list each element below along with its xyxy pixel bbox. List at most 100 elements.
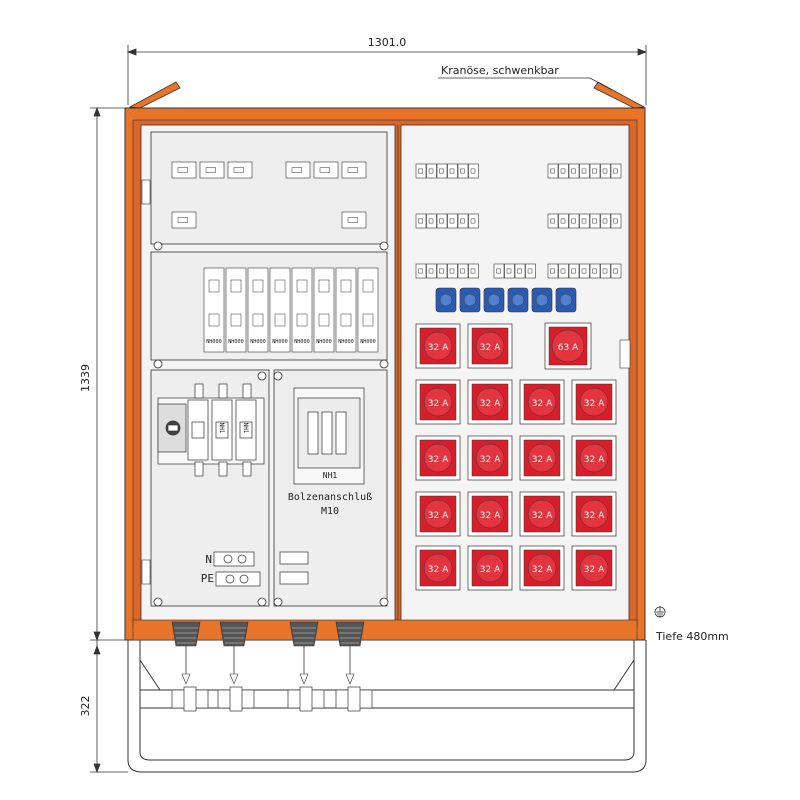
mcb-module bbox=[610, 163, 622, 179]
socket-rating: 32 A bbox=[584, 399, 605, 409]
mcb-module bbox=[589, 163, 601, 179]
fuse-base: NH000 bbox=[291, 267, 313, 353]
mcb-module bbox=[579, 163, 590, 179]
mcb-module bbox=[426, 163, 437, 179]
socket-rating: 32 A bbox=[584, 511, 605, 521]
schuko-sockets bbox=[435, 287, 577, 313]
mcb-module bbox=[579, 263, 590, 279]
socket-rating: 32 A bbox=[480, 565, 501, 575]
mcb-module bbox=[426, 213, 437, 229]
schuko-socket bbox=[483, 287, 505, 313]
cee-32a-socket: 32 A bbox=[519, 491, 565, 537]
bolt-connection-label: Bolzenanschluß bbox=[288, 492, 372, 503]
right-door bbox=[400, 124, 630, 624]
cable-gland bbox=[219, 621, 249, 685]
socket-rating: 32 A bbox=[532, 455, 553, 465]
schuko-socket bbox=[555, 287, 577, 313]
cee-32a-socket: 32 A bbox=[415, 435, 461, 481]
fuse-base: NH000 bbox=[313, 267, 335, 353]
mcb-module bbox=[558, 163, 569, 179]
mcb-module bbox=[457, 213, 469, 229]
stand-height-dimension-label: 322 bbox=[79, 696, 92, 717]
cee-32a-socket: 32 A bbox=[519, 379, 565, 425]
mcb-module bbox=[285, 161, 311, 179]
mcb-module bbox=[568, 213, 580, 229]
mcb-module bbox=[547, 213, 559, 229]
mcb-module bbox=[171, 211, 197, 229]
mcb-module bbox=[600, 163, 611, 179]
fuse-base: NH000 bbox=[247, 267, 269, 353]
mcb-module bbox=[171, 161, 197, 179]
cee-32a-socket: 32 A bbox=[467, 435, 513, 481]
mcb-module bbox=[415, 213, 427, 229]
schuko-socket bbox=[531, 287, 553, 313]
mcb-module bbox=[589, 213, 601, 229]
cee-32a-socket: 32 A bbox=[519, 435, 565, 481]
cable-gland bbox=[171, 621, 201, 685]
socket-rating: 32 A bbox=[480, 343, 501, 353]
mcb-module bbox=[436, 163, 448, 179]
switch-disconnector bbox=[157, 383, 265, 477]
mcb-module bbox=[610, 263, 622, 279]
mcb-module bbox=[415, 163, 427, 179]
fuse-base: NH000 bbox=[335, 267, 357, 353]
mcb-module bbox=[227, 161, 253, 179]
mcb-module bbox=[436, 263, 448, 279]
mcb-module bbox=[558, 213, 569, 229]
mcb-module bbox=[504, 263, 515, 279]
cee-32a-socket: 32 A bbox=[415, 491, 461, 537]
stand-clamp bbox=[171, 686, 209, 712]
switch-fuse-label-b: NH1 bbox=[242, 423, 249, 434]
stand bbox=[127, 640, 647, 773]
mcb-module bbox=[447, 263, 458, 279]
mcb-module bbox=[579, 213, 590, 229]
switch-fuse-label: NH1 bbox=[218, 423, 225, 434]
mcb-module bbox=[568, 263, 580, 279]
socket-rating: 32 A bbox=[584, 455, 605, 465]
socket-rating: 32 A bbox=[428, 455, 449, 465]
mcb-module bbox=[341, 211, 367, 229]
cee-32a-socket: 32 A bbox=[467, 491, 513, 537]
socket-rating: 63 A bbox=[558, 343, 579, 353]
bolt-size-label: M10 bbox=[321, 506, 339, 517]
cee-32a-socket: 32 A bbox=[571, 435, 617, 481]
cee-32a-socket: 32 A bbox=[415, 323, 461, 369]
mcb-module bbox=[468, 263, 479, 279]
mcb-module bbox=[426, 263, 437, 279]
mcb-module bbox=[547, 263, 559, 279]
cee-32a-socket: 32 A bbox=[415, 545, 461, 591]
fuse-base-label: NH000 bbox=[228, 339, 244, 345]
fuse-base-label: NH000 bbox=[338, 339, 354, 345]
nh1-label: NH1 bbox=[323, 471, 338, 480]
pe-terminal-label: PE bbox=[201, 572, 214, 585]
fuse-base: NH000 bbox=[225, 267, 247, 353]
height-dimension-label: 1339 bbox=[79, 364, 92, 392]
cee-32a-socket: 32 A bbox=[467, 545, 513, 591]
socket-rating: 32 A bbox=[480, 511, 501, 521]
cee-32a-socket: 32 A bbox=[571, 491, 617, 537]
earth-symbol bbox=[654, 606, 666, 618]
socket-rating: 32 A bbox=[480, 455, 501, 465]
width-dimension-label: 1301.0 bbox=[368, 36, 407, 49]
terminal-bars bbox=[213, 551, 309, 587]
door-handle bbox=[619, 339, 631, 369]
fuse-base: NH000 bbox=[269, 267, 291, 353]
mcb-module bbox=[313, 161, 339, 179]
stand-clamp bbox=[217, 686, 255, 712]
nh1-fuse-holder bbox=[293, 387, 365, 485]
mcb-module bbox=[457, 263, 469, 279]
cee-32a-socket: 32 A bbox=[571, 545, 617, 591]
mcb-module bbox=[436, 213, 448, 229]
mcb-module bbox=[199, 161, 225, 179]
cee-32a-socket: 32 A bbox=[467, 323, 513, 369]
mcb-module bbox=[341, 161, 367, 179]
mcb-module bbox=[514, 263, 526, 279]
stand-clamp bbox=[335, 686, 373, 712]
mcb-module bbox=[600, 263, 611, 279]
mcb-module bbox=[525, 263, 536, 279]
mcb-module bbox=[558, 263, 569, 279]
fuse-base-label: NH000 bbox=[294, 339, 310, 345]
